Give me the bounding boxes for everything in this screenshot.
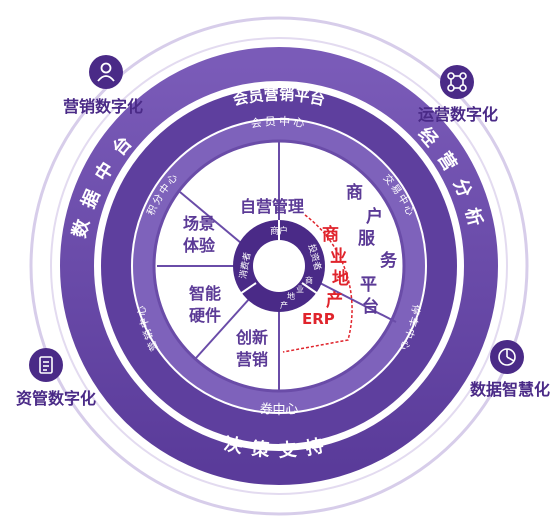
data-intelligence-node: 数据智慧化 bbox=[470, 340, 550, 399]
segment-innovative-line1: 创新 bbox=[235, 328, 268, 347]
hub-cl-3: 地 bbox=[287, 291, 295, 301]
hub-commerce-land: 商 业 地 产 bbox=[280, 275, 313, 310]
hub-cl-4: 产 bbox=[280, 300, 288, 310]
thin-band bbox=[133, 120, 425, 412]
assets-label: 资管数字化 bbox=[16, 389, 96, 408]
hub-center bbox=[253, 240, 305, 292]
pie-chart-icon bbox=[498, 348, 516, 366]
middle-bottom-text: 券中心 bbox=[259, 401, 299, 418]
operations-label: 运营数字化 bbox=[418, 105, 498, 124]
erp-char-4: 产 bbox=[326, 290, 343, 311]
outer-thin-ring-2 bbox=[50, 37, 508, 495]
segment-scene-line2: 体验 bbox=[183, 236, 216, 255]
outer-band bbox=[60, 47, 498, 485]
erp-char-1: 商 bbox=[322, 224, 339, 245]
merchant-char-6: 台 bbox=[362, 296, 379, 317]
merchant-char-1: 商 bbox=[346, 182, 363, 203]
data-intelligence-label: 数据智慧化 bbox=[470, 380, 550, 399]
segment-merchant-service: 商 户 服 务 平 台 bbox=[346, 182, 398, 317]
hub-merchant: 商户 bbox=[270, 225, 288, 237]
segment-innovative-line2: 营销 bbox=[236, 350, 268, 369]
network-icon bbox=[447, 72, 467, 92]
hub-dividers bbox=[239, 220, 319, 295]
user-icon bbox=[97, 62, 115, 82]
hub-cl-2: 业 bbox=[296, 284, 304, 294]
merchant-char-2: 户 bbox=[366, 206, 383, 227]
segment-smart-line2: 硬件 bbox=[189, 306, 221, 325]
segment-commercial-erp: 商 业 地 产 ERP bbox=[302, 224, 349, 328]
hub-cl-1: 商 bbox=[305, 275, 313, 285]
thin-top-text: 会员中心 bbox=[250, 115, 309, 131]
erp-char-5: ERP bbox=[302, 310, 335, 328]
marketing-node: 营销数字化 bbox=[63, 55, 143, 116]
erp-char-3: 地 bbox=[332, 268, 349, 289]
middle-band bbox=[101, 88, 457, 444]
erp-char-2: 业 bbox=[330, 247, 347, 267]
segment-dividers bbox=[157, 141, 397, 391]
merchant-char-3: 服 bbox=[358, 229, 376, 249]
operations-node: 运营数字化 bbox=[418, 65, 498, 124]
document-icon bbox=[39, 356, 53, 374]
assets-icon-bg bbox=[29, 348, 63, 382]
operations-icon-bg bbox=[440, 65, 474, 99]
outer-thin-ring bbox=[29, 16, 529, 516]
segment-smart-line1: 智能 bbox=[189, 284, 221, 303]
segment-self-operated: 自营管理 bbox=[240, 197, 304, 216]
segment-scene-line1: 场景 bbox=[183, 214, 215, 233]
assets-node: 资管数字化 bbox=[16, 348, 96, 408]
merchant-char-4: 务 bbox=[380, 250, 398, 271]
marketing-label: 营销数字化 bbox=[63, 97, 143, 116]
merchant-char-5: 平 bbox=[360, 275, 377, 295]
